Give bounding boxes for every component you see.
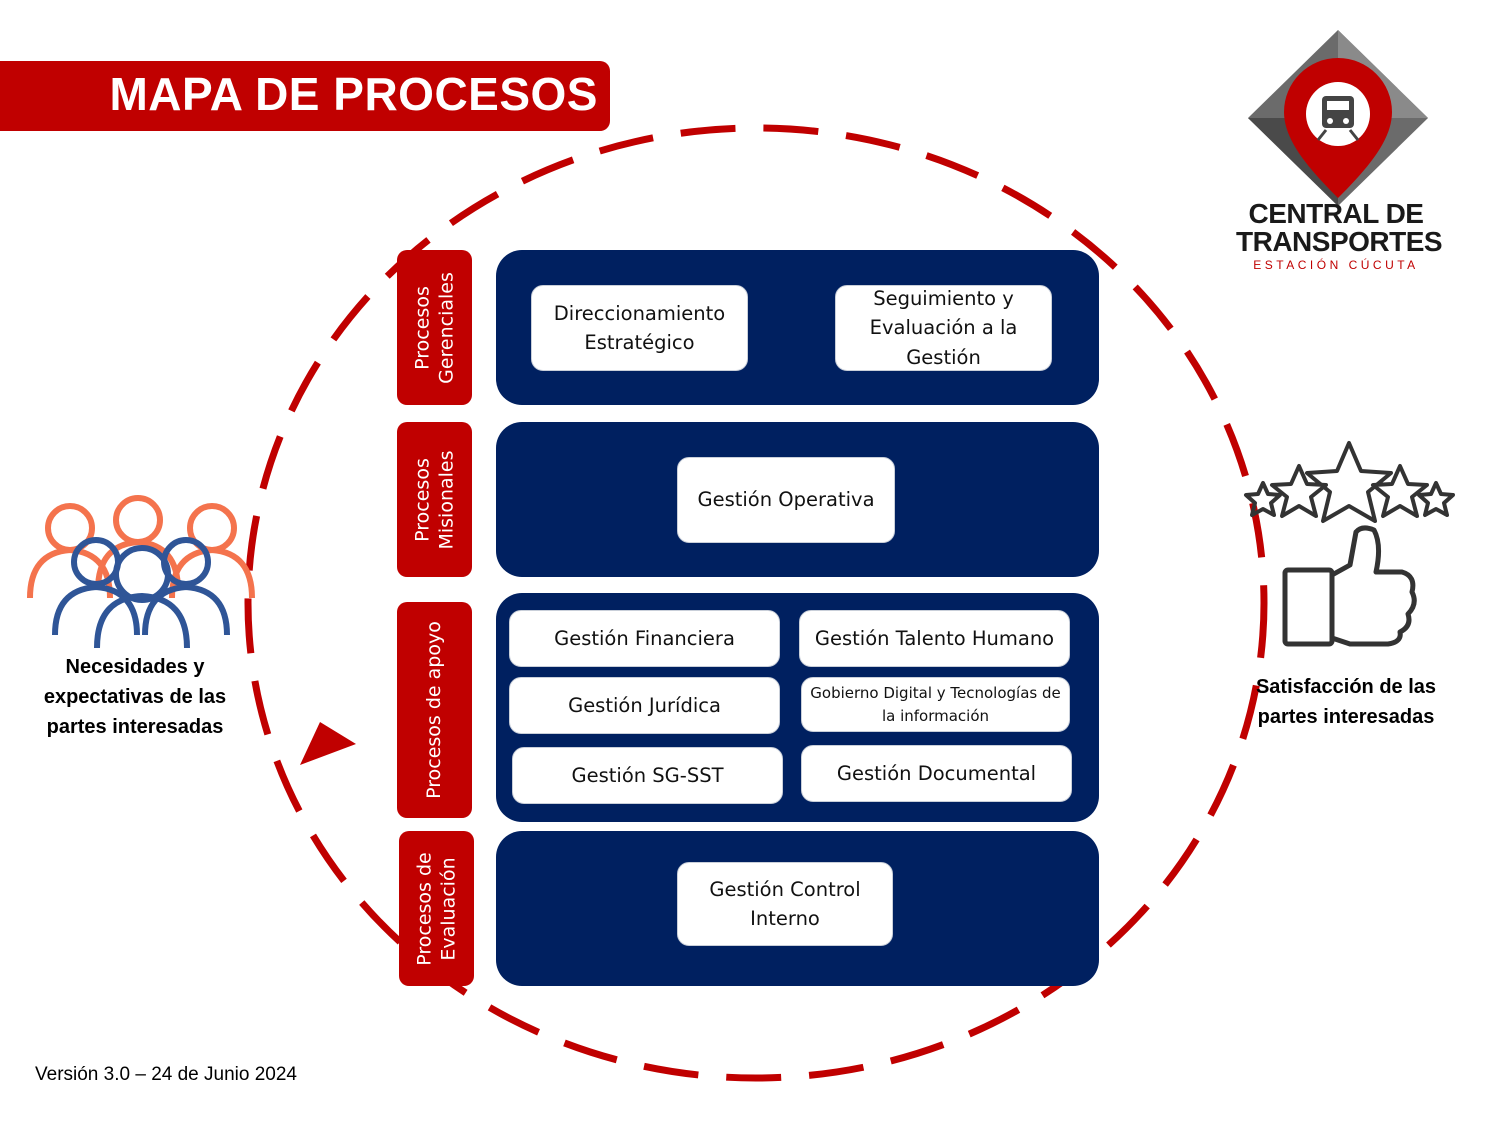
cycle-arrow-icon — [300, 722, 356, 765]
people-group-icon — [27, 495, 255, 649]
panel-apoyo: Gestión Financiera Gestión Talento Human… — [496, 593, 1099, 822]
company-logo: CENTRAL DE TRANSPORTES ESTACIÓN CÚCUTA — [1236, 198, 1443, 273]
logo-line-3: ESTACIÓN CÚCUTA — [1253, 258, 1419, 272]
page-title: MAPA DE PROCESOS — [109, 68, 598, 120]
process-gobierno-digital[interactable]: Gobierno Digital y Tecnologías de la inf… — [801, 677, 1070, 732]
tab-procesos-gerenciales: Procesos Gerenciales — [397, 250, 472, 405]
process-gestion-talento-humano[interactable]: Gestión Talento Humano — [799, 610, 1070, 667]
process-gestion-juridica[interactable]: Gestión Jurídica — [509, 677, 780, 734]
version-label: Versión 3.0 – 24 de Junio 2024 — [35, 1064, 297, 1085]
process-seguimiento-evaluacion[interactable]: Seguimiento y Evaluación a la Gestión — [835, 285, 1052, 371]
panel-evaluacion: Gestión Control Interno — [496, 831, 1099, 986]
tab-label-evaluacion: Procesos de Evaluación — [412, 851, 459, 966]
title-banner: MAPA DE PROCESOS — [0, 61, 610, 131]
tab-label-misionales: Procesos Misionales — [410, 449, 457, 550]
thumbs-up-icon — [1282, 525, 1417, 647]
tab-label-apoyo: Procesos de apoyo — [422, 621, 445, 799]
process-gestion-documental[interactable]: Gestión Documental — [801, 745, 1072, 802]
left-caption: Necesidades y expectativas de las partes… — [43, 656, 227, 738]
logo-line-1: CENTRAL DE — [1248, 198, 1424, 229]
company-logo-icon — [1248, 30, 1428, 206]
panel-gerenciales: Direccionamiento Estratégico Seguimiento… — [496, 250, 1099, 405]
tab-procesos-apoyo: Procesos de apoyo — [397, 602, 472, 818]
tab-procesos-misionales: Procesos Misionales — [397, 422, 472, 577]
process-cycle-dashed-circle — [244, 124, 1268, 1082]
process-gestion-operativa[interactable]: Gestión Operativa — [677, 457, 895, 543]
process-gestion-financiera[interactable]: Gestión Financiera — [509, 610, 780, 667]
process-gestion-control-interno[interactable]: Gestión Control Interno — [677, 862, 893, 946]
process-gestion-sg-sst[interactable]: Gestión SG-SST — [512, 747, 783, 804]
tab-label-gerenciales: Procesos Gerenciales — [410, 271, 457, 384]
logo-line-2: TRANSPORTES — [1236, 226, 1443, 257]
tab-procesos-evaluacion: Procesos de Evaluación — [399, 831, 474, 986]
process-direccionamiento-estrategico[interactable]: Direccionamiento Estratégico — [531, 285, 748, 371]
rating-stars-icon — [1244, 441, 1455, 523]
right-caption: Satisfacción de las partes interesadas — [1255, 676, 1437, 728]
panel-misionales: Gestión Operativa — [496, 422, 1099, 577]
